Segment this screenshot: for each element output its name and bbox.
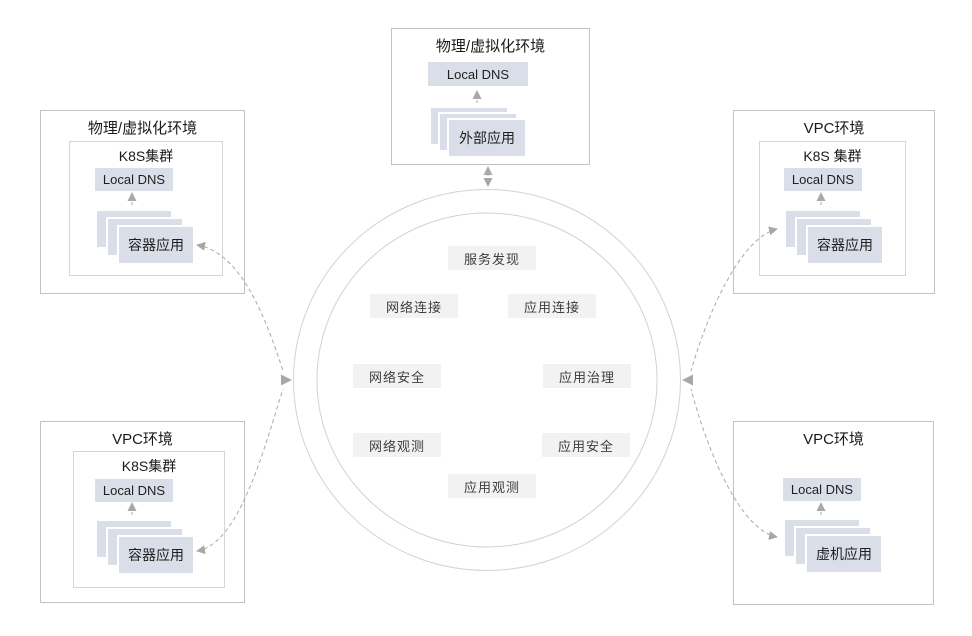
stack-sheet <box>117 535 195 575</box>
container-app-label: 容器应用 <box>128 547 184 563</box>
local-dns-node-top: Local DNS <box>428 62 528 86</box>
stack-sheet <box>117 225 195 265</box>
env-box-bottom-left: VPC环境 K8S集群 Local DNS 容器应用 <box>40 421 245 603</box>
capability-app-observability: 应用观测 <box>448 474 536 498</box>
vm-app-stack: 虚机应用 <box>783 518 883 574</box>
stack-sheet <box>806 225 884 265</box>
capability-app-connection: 应用连接 <box>508 294 596 318</box>
arrowhead-circle-right <box>682 374 693 386</box>
local-dns-node-bottom-left: Local DNS <box>95 479 173 502</box>
k8s-cluster-title: K8S集群 <box>121 458 177 474</box>
local-dns-node-top-left: Local DNS <box>95 168 173 191</box>
env-box-top-left: 物理/虚拟化环境 K8S集群 Local DNS 容器应用 <box>40 110 245 294</box>
capability-network-security: 网络安全 <box>353 364 441 388</box>
stack-sheet <box>447 118 527 158</box>
env-title-bottom-right: VPC环境 <box>803 431 864 448</box>
external-app-stack: 外部应用 <box>429 106 527 158</box>
container-app-label: 容器应用 <box>128 237 184 253</box>
external-app-label: 外部应用 <box>459 130 515 146</box>
k8s-cluster-box-bottom-left: K8S集群 Local DNS 容器应用 <box>73 451 225 588</box>
capability-network-observability: 网络观测 <box>353 433 441 457</box>
k8s-cluster-title: K8S 集群 <box>803 148 862 164</box>
capability-service-discovery: 服务发现 <box>448 246 536 270</box>
local-dns-node-bottom-right: Local DNS <box>783 478 861 501</box>
arrowhead-circle-left <box>281 374 292 386</box>
env-title-bottom-left: VPC环境 <box>112 431 173 448</box>
capability-app-security: 应用安全 <box>542 433 630 457</box>
env-box-top: 物理/虚拟化环境 Local DNS 外部应用 <box>391 28 590 165</box>
container-app-stack-top-right: 容器应用 <box>784 209 884 265</box>
k8s-cluster-box-top-right: K8S 集群 Local DNS 容器应用 <box>759 141 906 276</box>
env-title-top-left: 物理/虚拟化环境 <box>87 120 198 137</box>
capability-network-connection: 网络连接 <box>370 294 458 318</box>
k8s-cluster-title: K8S集群 <box>118 148 174 164</box>
container-app-stack-bottom-left: 容器应用 <box>95 519 195 575</box>
container-app-label: 容器应用 <box>817 237 873 253</box>
stack-sheet <box>805 534 883 574</box>
capability-app-governance: 应用治理 <box>543 364 631 388</box>
env-box-top-right: VPC环境 K8S 集群 Local DNS 容器应用 <box>733 110 935 294</box>
container-app-stack-top-left: 容器应用 <box>95 209 195 265</box>
env-box-bottom-right: VPC环境 Local DNS 虚机应用 <box>733 421 934 605</box>
k8s-cluster-box-top-left: K8S集群 Local DNS 容器应用 <box>69 141 223 276</box>
vm-app-label: 虚机应用 <box>816 546 872 562</box>
env-title-top-right: VPC环境 <box>803 120 865 137</box>
local-dns-node-top-right: Local DNS <box>784 168 862 191</box>
env-title-top: 物理/虚拟化环境 <box>435 38 546 55</box>
